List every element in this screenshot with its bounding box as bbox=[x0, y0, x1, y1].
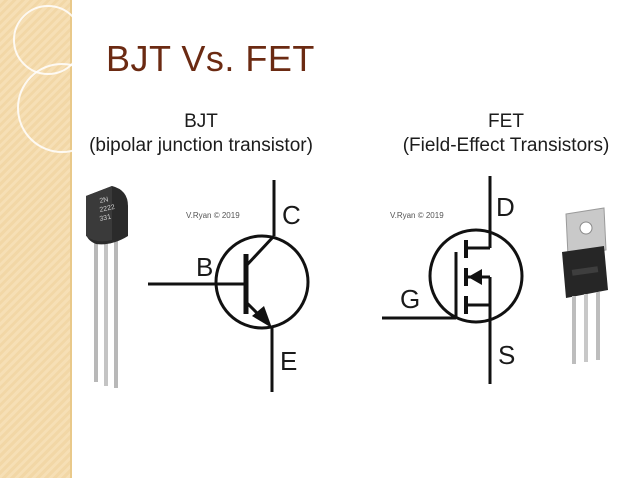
fet-pin-s: S bbox=[498, 340, 515, 370]
bjt-collector-branch bbox=[244, 234, 276, 268]
bjt-full-name: (bipolar junction transistor) bbox=[89, 135, 313, 156]
fet-full-name: (Field-Effect Transistors) bbox=[402, 135, 610, 156]
deco-circle-1 bbox=[13, 5, 83, 75]
slide-title: BJT Vs. FET bbox=[106, 38, 315, 79]
bjt-credit: V.Ryan © 2019 bbox=[186, 211, 240, 220]
decorative-side-band bbox=[0, 0, 72, 478]
bjt-pin-c: C bbox=[282, 200, 301, 230]
bjt-name: BJT bbox=[184, 111, 218, 132]
fet-body-arrow bbox=[468, 269, 482, 285]
deco-circle-2 bbox=[17, 63, 107, 153]
bjt-symbol-circle bbox=[214, 234, 310, 330]
bjt-pin-e: E bbox=[280, 346, 297, 376]
fet-package-image bbox=[562, 207, 608, 364]
fet-label-strip bbox=[571, 266, 599, 276]
bjt-marking-3: 331 bbox=[99, 214, 112, 223]
bjt-marking-1: 2N bbox=[99, 196, 109, 205]
bjt-pin-b: B bbox=[196, 252, 213, 282]
bjt-body-face bbox=[86, 186, 112, 242]
fet-pin-d: D bbox=[496, 192, 515, 222]
bjt-symbol bbox=[148, 180, 310, 392]
fet-credit: V.Ryan © 2019 bbox=[390, 211, 444, 220]
fet-pin-g: G bbox=[400, 284, 420, 314]
bjt-emitter-arrow bbox=[252, 306, 272, 328]
decorative-circles bbox=[13, 5, 107, 153]
fet-heading: FET (Field-Effect Transistors) bbox=[396, 110, 616, 158]
fet-mounting-hole bbox=[579, 221, 593, 235]
fet-symbol-circle bbox=[428, 228, 524, 324]
bjt-marking-2: 2222 bbox=[99, 204, 116, 214]
bjt-package-image: 2N 2222 331 bbox=[86, 186, 128, 388]
fet-symbol bbox=[382, 176, 524, 384]
fet-name: FET bbox=[488, 111, 524, 132]
bjt-heading: BJT (bipolar junction transistor) bbox=[86, 110, 316, 158]
